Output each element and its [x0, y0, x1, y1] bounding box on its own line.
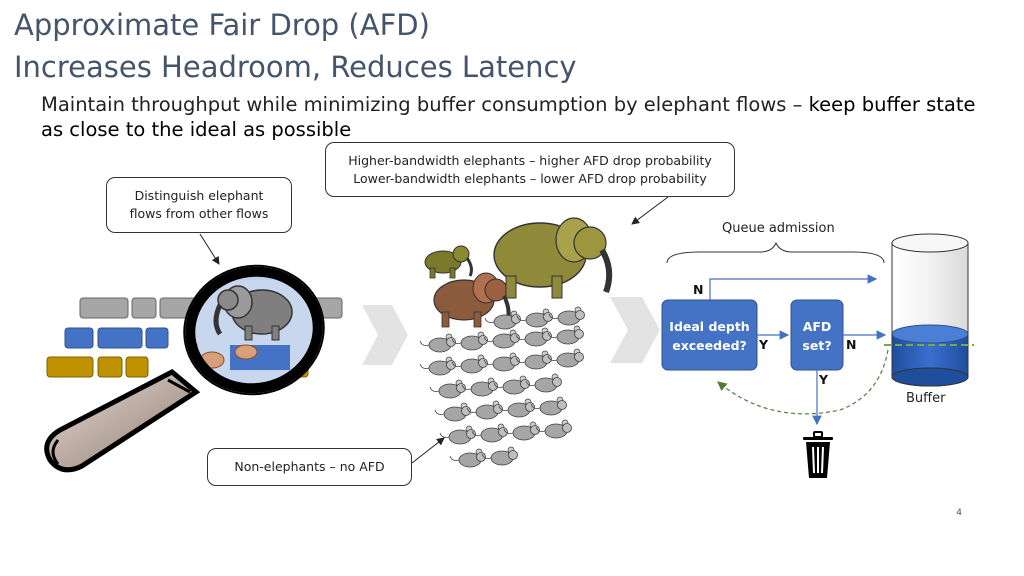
label-y-mid: Y	[759, 337, 769, 352]
distinguish-line-1: Distinguish elephant	[134, 188, 264, 203]
elephant-icon-large	[493, 217, 613, 299]
gray-packet	[131, 297, 157, 319]
blue-packet	[97, 327, 143, 349]
non-elephants-text: Non-elephants – no AFD	[234, 459, 385, 474]
elephant-icon-brown	[433, 272, 511, 328]
mouse-icon	[515, 327, 552, 347]
mouse-icon	[498, 398, 535, 418]
mouse-icon	[451, 331, 488, 351]
mouse-icon	[484, 310, 521, 330]
mice-herd	[419, 306, 585, 468]
blue-packet	[64, 327, 94, 349]
mouse-icon	[525, 373, 562, 393]
mouse-icon	[483, 352, 520, 372]
mouse-icon	[483, 329, 520, 349]
mouse-icon	[429, 379, 466, 399]
trash-icon	[803, 431, 833, 478]
blue-packet	[145, 327, 169, 349]
mouse-icon	[451, 354, 488, 374]
mouse-icon	[471, 423, 508, 443]
queue-admission-brace	[666, 241, 885, 264]
queue-admission-label: Queue admission	[722, 221, 835, 236]
afd-probability-callout: Higher-bandwidth elephants – higher AFD …	[325, 142, 735, 197]
mouse-icon	[419, 333, 456, 353]
afd-callout-line-2: Lower-bandwidth elephants – lower AFD dr…	[353, 170, 707, 186]
gold-packet	[125, 356, 149, 378]
mouse-icon	[449, 448, 486, 468]
distinguish-line-2: flows from other flows	[129, 206, 269, 221]
mouse-icon	[419, 356, 456, 376]
non-elephants-callout: Non-elephants – no AFD	[207, 448, 412, 486]
gold-packet	[46, 356, 94, 378]
mouse-icon	[466, 400, 503, 420]
subtitle-text: Maintain throughput while minimizing buf…	[41, 93, 809, 116]
afd-set-line-1: AFD	[802, 319, 832, 334]
buffer-cylinder	[891, 233, 969, 387]
mouse-icon	[516, 308, 553, 328]
gray-packet	[79, 297, 129, 319]
title-line-2: Increases Headroom, Reduces Latency	[14, 50, 577, 84]
mouse-icon	[503, 421, 540, 441]
distinguish-callout: Distinguish elephant flows from other fl…	[106, 177, 292, 233]
mouse-icon	[547, 348, 584, 368]
subtitle-emphasis: keep buffer state as close to the ideal …	[41, 93, 976, 141]
afd-callout-line-1: Higher-bandwidth elephants – higher AFD …	[348, 152, 712, 168]
label-y-bottom: Y	[819, 372, 829, 387]
title-line-1: Approximate Fair Drop (AFD)	[14, 8, 430, 42]
magnifier-icon	[44, 264, 329, 473]
gold-packet	[97, 356, 123, 378]
afd-set-line-2: set?	[802, 338, 832, 353]
ideal-depth-label: Ideal depth exceeded?	[662, 317, 757, 355]
label-n-right: N	[846, 337, 857, 352]
mouse-icon	[535, 419, 572, 439]
mouse-icon	[439, 425, 476, 445]
slide-subtitle: Maintain throughput while minimizing buf…	[41, 92, 981, 142]
mouse-icon	[547, 325, 584, 345]
arrow-icon	[610, 297, 660, 363]
buffer-label: Buffer	[906, 391, 946, 406]
mouse-icon	[493, 375, 530, 395]
mouse-icon	[548, 306, 585, 326]
ideal-depth-line-1: Ideal depth	[669, 319, 750, 334]
lens-elephant-icon	[213, 285, 293, 341]
arrow-icon	[362, 305, 408, 365]
mouse-icon	[481, 446, 518, 466]
slide-title: Approximate Fair Drop (AFD) Increases He…	[14, 4, 577, 88]
mouse-icon	[461, 377, 498, 397]
ideal-depth-line-2: exceeded?	[672, 338, 747, 353]
page-number: 4	[956, 508, 962, 518]
mouse-icon	[530, 396, 567, 416]
label-n-top: N	[693, 282, 704, 297]
feedback-arrow	[717, 349, 889, 415]
afd-set-label: AFD set?	[791, 317, 843, 355]
mouse-icon	[515, 350, 552, 370]
mouse-icon	[434, 402, 471, 422]
elephant-icon-small	[424, 245, 473, 279]
